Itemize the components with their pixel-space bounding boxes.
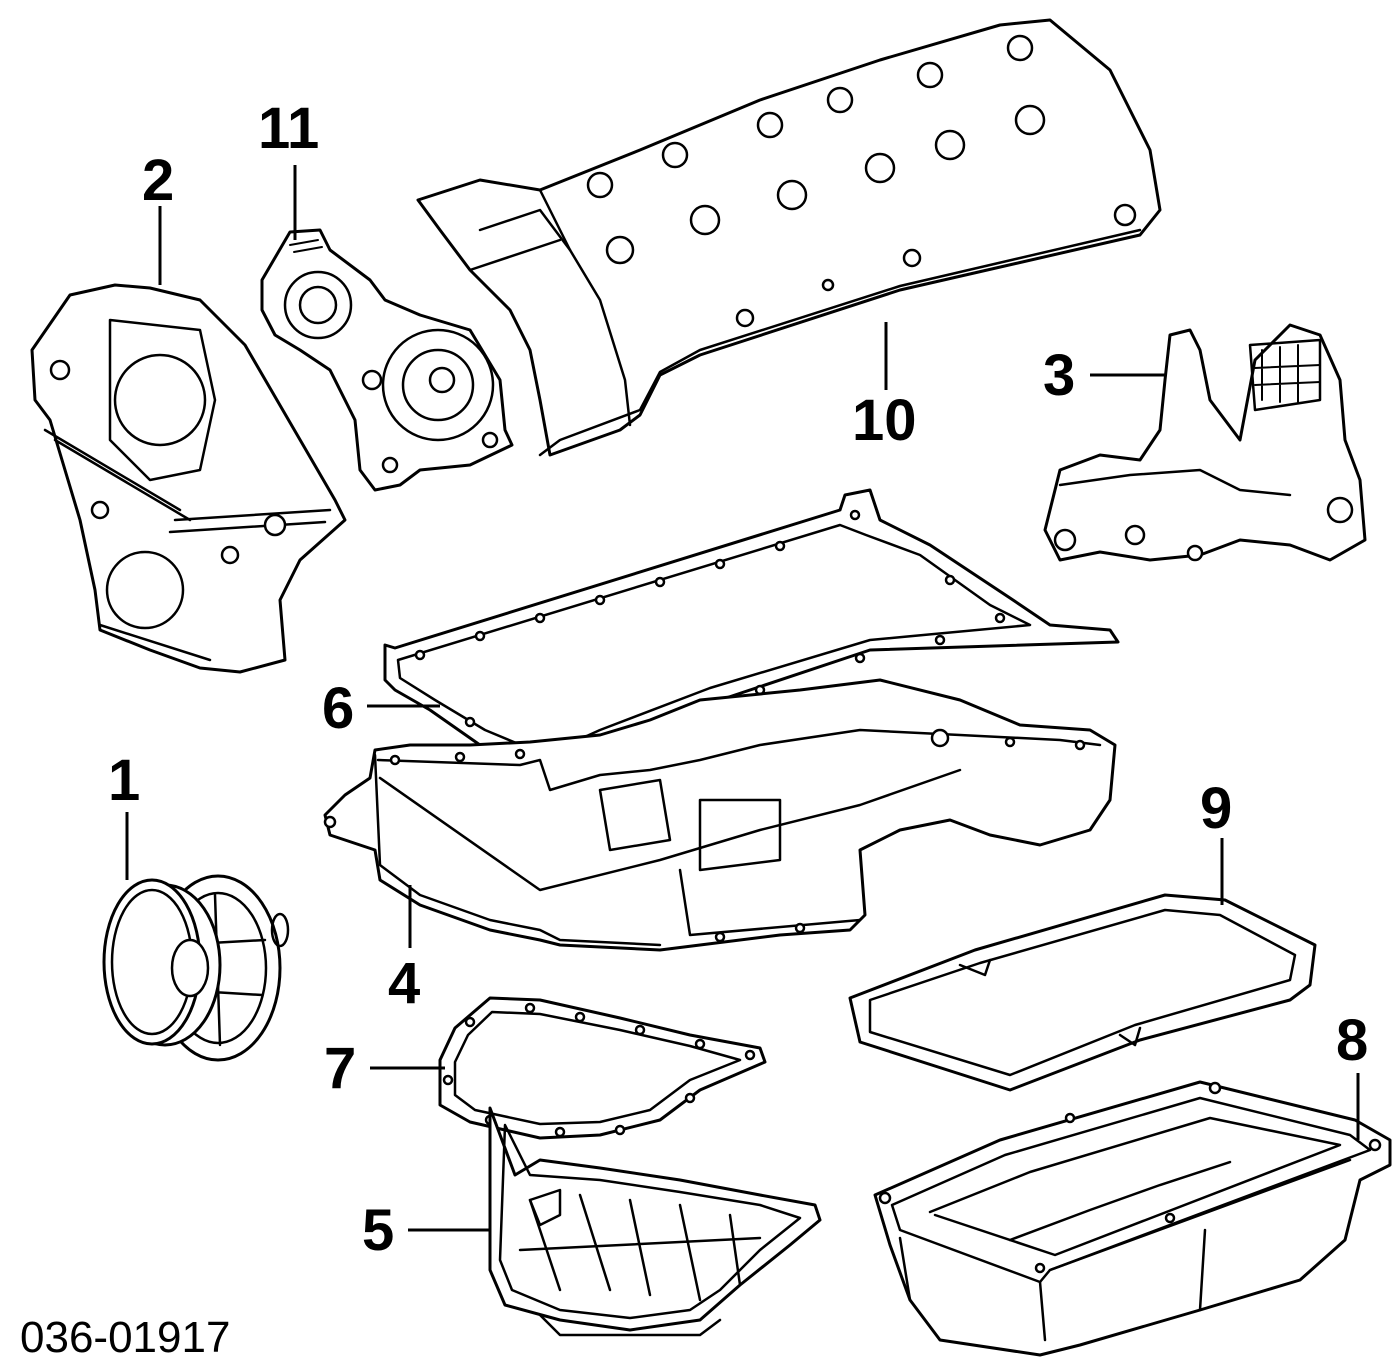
part-5-lower-oil-pan bbox=[488, 1106, 822, 1337]
callout-7: 7 bbox=[324, 1036, 356, 1101]
callout-4: 4 bbox=[388, 951, 420, 1016]
callout-2: 2 bbox=[142, 148, 174, 213]
pan-4-bolt-holes bbox=[323, 728, 1086, 943]
pan-8-bolt-holes bbox=[878, 1081, 1382, 1274]
callout-9: 9 bbox=[1200, 776, 1232, 841]
callout-10: 10 bbox=[852, 388, 917, 453]
callout-6: 6 bbox=[322, 676, 354, 741]
part-4-upper-oil-pan bbox=[323, 678, 1117, 952]
callout-8: 8 bbox=[1336, 1008, 1368, 1073]
part-3-oil-filter-housing bbox=[1043, 323, 1367, 562]
part-1-crankshaft-damper bbox=[102, 874, 290, 1062]
callout-5: 5 bbox=[362, 1198, 394, 1263]
valve-cover-bolts bbox=[586, 34, 1137, 328]
callout-1: 1 bbox=[108, 748, 140, 813]
part-2-timing-cover bbox=[30, 283, 347, 674]
leader-lines bbox=[125, 165, 1360, 1232]
part-10-valve-cover bbox=[416, 18, 1162, 457]
part-9-oil-pan-gasket bbox=[848, 893, 1317, 1092]
part-11-cover-plate bbox=[260, 228, 514, 492]
part-8-transmission-oil-pan bbox=[873, 1080, 1392, 1357]
reference-code: 036-01917 bbox=[20, 1313, 230, 1359]
callout-11: 11 bbox=[258, 96, 319, 161]
callout-labels: 1 2 3 4 5 6 7 8 9 10 11 bbox=[108, 96, 1368, 1263]
callout-3: 3 bbox=[1043, 343, 1075, 408]
